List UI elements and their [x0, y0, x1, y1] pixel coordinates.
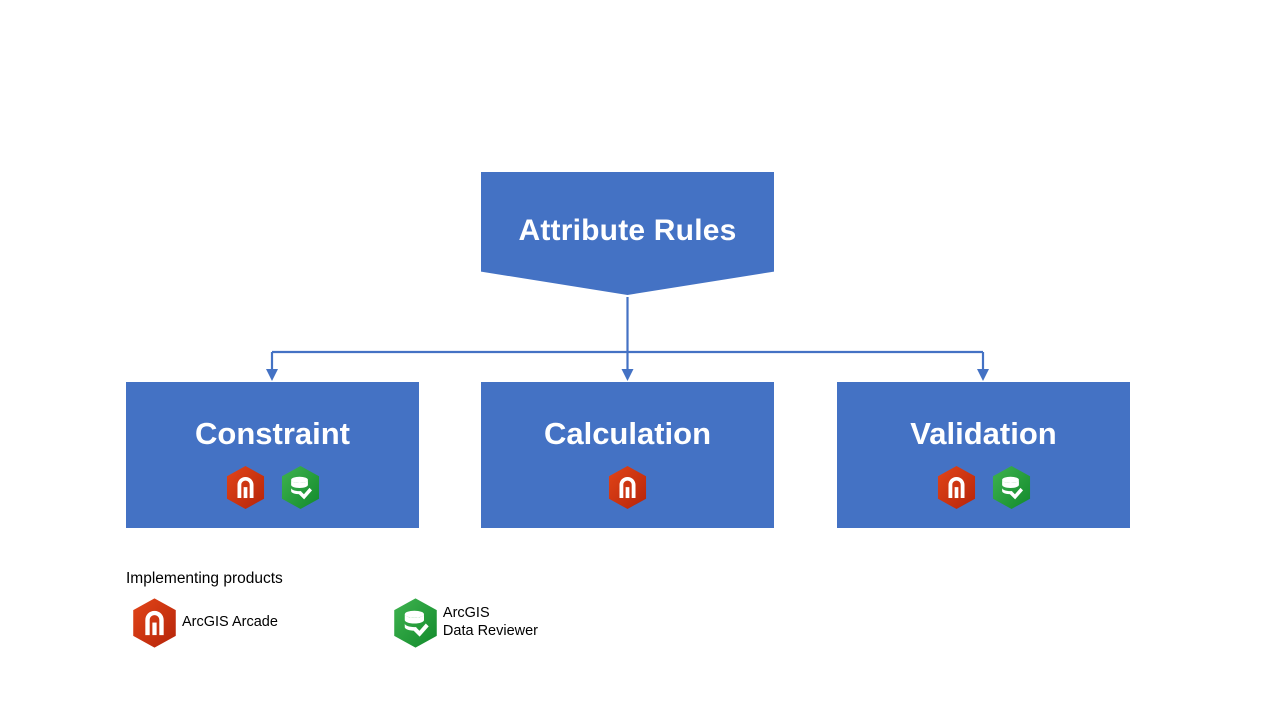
legend-item-arcgis-data-reviewer: ArcGIS Data Reviewer: [392, 597, 538, 649]
legend-item-arcgis-arcade: ArcGIS Arcade: [131, 597, 278, 649]
category-label: Constraint: [195, 416, 350, 451]
arrowhead-right: [977, 369, 989, 381]
arrowhead-left: [266, 369, 278, 381]
arcgis-arcade-icon: [133, 597, 176, 648]
category-box-validation[interactable]: Validation: [837, 382, 1130, 528]
root-node-attribute-rules[interactable]: Attribute Rules: [481, 172, 774, 295]
arcgis-data-reviewer-icon: [394, 597, 437, 648]
category-box-constraint[interactable]: Constraint: [126, 382, 419, 528]
category-icon-group: [225, 465, 321, 510]
arcgis-arcade-icon: [608, 466, 647, 509]
category-label: Validation: [910, 416, 1057, 451]
category-icon-group: [936, 465, 1032, 510]
root-node-label: Attribute Rules: [518, 214, 737, 247]
arcgis-data-reviewer-icon: [281, 466, 319, 509]
legend: Implementing products ArcGIS Arcade: [126, 570, 546, 649]
category-icon-group: [607, 465, 648, 510]
legend-item-label: ArcGIS Data Reviewer: [442, 605, 538, 639]
category-label: Calculation: [543, 416, 712, 451]
arrowhead-center: [621, 369, 634, 381]
legend-title: Implementing products: [126, 570, 283, 587]
arcgis-arcade-icon: [937, 466, 975, 509]
legend-items: ArcGIS Arcade: [126, 597, 546, 649]
arcgis-data-reviewer-icon: [992, 466, 1030, 509]
category-box-calculation[interactable]: Calculation: [481, 382, 774, 528]
arcgis-arcade-icon: [226, 466, 264, 509]
legend-item-label: ArcGIS Arcade: [182, 614, 278, 631]
